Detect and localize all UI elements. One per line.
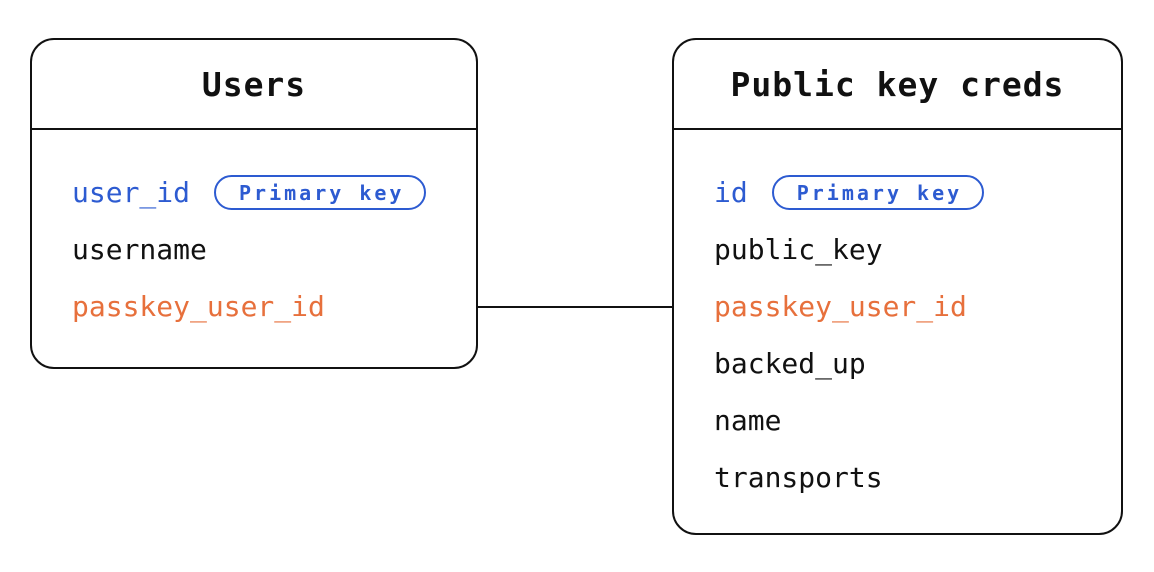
primary-key-badge: Primary key <box>771 175 985 210</box>
field-backed-up: backed_up <box>714 335 1121 392</box>
table-public-key-creds-body: id Primary key public_key passkey_user_i… <box>674 130 1121 506</box>
table-users: Users user_id Primary key username passk… <box>30 38 478 369</box>
table-public-key-creds: Public key creds id Primary key public_k… <box>672 38 1123 535</box>
field-username-label: username <box>72 233 207 266</box>
field-transports-label: transports <box>714 461 883 494</box>
table-public-key-creds-title: Public key creds <box>674 40 1121 130</box>
field-passkey-user-id-label: passkey_user_id <box>72 290 325 323</box>
field-public-key: public_key <box>714 221 1121 278</box>
field-username: username <box>72 221 476 278</box>
field-transports: transports <box>714 449 1121 506</box>
table-users-body: user_id Primary key username passkey_use… <box>32 130 476 335</box>
field-passkey-user-id-label: passkey_user_id <box>714 290 967 323</box>
field-user-id: user_id Primary key <box>72 164 476 221</box>
primary-key-badge: Primary key <box>214 175 427 210</box>
field-passkey-user-id: passkey_user_id <box>714 278 1121 335</box>
field-name: name <box>714 392 1121 449</box>
field-public-key-label: public_key <box>714 233 883 266</box>
field-backed-up-label: backed_up <box>714 347 866 380</box>
field-id-label: id <box>714 176 748 209</box>
field-id: id Primary key <box>714 164 1121 221</box>
field-name-label: name <box>714 404 782 437</box>
field-passkey-user-id: passkey_user_id <box>72 278 476 335</box>
relationship-line <box>478 306 672 308</box>
table-users-title: Users <box>32 40 476 130</box>
field-user-id-label: user_id <box>72 176 191 209</box>
